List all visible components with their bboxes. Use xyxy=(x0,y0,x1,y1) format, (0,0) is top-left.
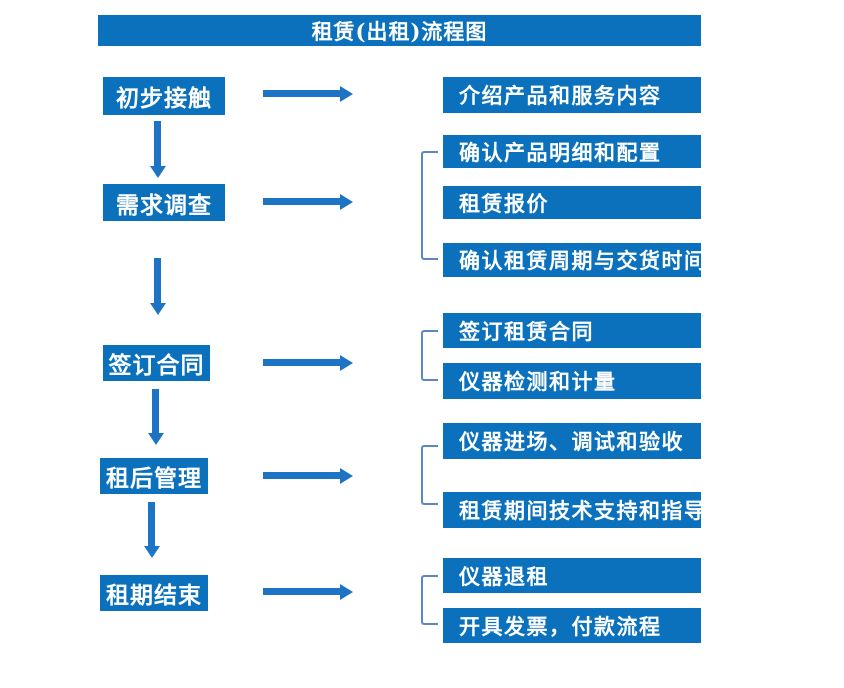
group-bracket-rental-end xyxy=(421,575,438,625)
group-bracket-post-rental xyxy=(421,445,438,505)
output-label: 签订租赁合同 xyxy=(459,318,594,344)
stage-label: 租后管理 xyxy=(106,465,202,492)
arrow-shaft xyxy=(263,90,341,97)
arrow-head xyxy=(340,468,353,484)
arrow-head xyxy=(340,86,353,102)
output-label: 确认租赁周期与交货时间 xyxy=(459,248,707,273)
arrow-head xyxy=(144,546,160,558)
right-arrow-icon xyxy=(263,194,353,210)
output-label: 确认产品明细和配置 xyxy=(459,139,662,165)
down-arrow-icon xyxy=(150,258,166,315)
output-box-introduce-products: 介绍产品和服务内容 xyxy=(443,77,701,113)
output-label: 仪器检测和计量 xyxy=(459,369,617,394)
arrow-shaft xyxy=(154,258,161,304)
arrow-shaft xyxy=(263,198,341,205)
output-box-confirm-product-details: 确认产品明细和配置 xyxy=(443,135,701,168)
output-box-invoice-payment: 开具发票，付款流程 xyxy=(443,608,701,643)
group-bracket-sign-contract xyxy=(421,330,438,381)
stage-box-rental-end: 租期结束 xyxy=(100,575,208,611)
output-box-rental-quote: 租赁报价 xyxy=(443,186,701,219)
group-bracket-demand-survey xyxy=(421,151,438,260)
stage-box-sign-contract: 签订合同 xyxy=(103,345,210,381)
arrow-shaft xyxy=(154,121,161,167)
output-box-instrument-testing: 仪器检测和计量 xyxy=(443,363,701,399)
stage-label: 签订合同 xyxy=(108,352,205,379)
arrow-shaft xyxy=(263,472,341,479)
output-box-instrument-return: 仪器退租 xyxy=(443,558,701,593)
arrow-head xyxy=(340,194,353,210)
stage-box-initial-contact: 初步接触 xyxy=(103,77,225,115)
stage-label: 租期结束 xyxy=(106,582,202,609)
flowchart-title: 租赁(出租)流程图 xyxy=(311,18,488,44)
output-box-sign-rental-contract: 签订租赁合同 xyxy=(443,313,701,348)
arrow-head xyxy=(340,584,353,600)
down-arrow-icon xyxy=(150,121,166,178)
down-arrow-icon xyxy=(148,389,164,445)
output-box-confirm-rental-period: 确认租赁周期与交货时间 xyxy=(443,243,705,277)
output-label: 租赁期间技术支持和指导 xyxy=(459,498,707,523)
arrow-shaft xyxy=(148,502,155,547)
down-arrow-icon xyxy=(144,502,160,558)
stage-box-demand-survey: 需求调查 xyxy=(103,184,225,221)
arrow-shaft xyxy=(263,588,341,595)
output-label: 介绍产品和服务内容 xyxy=(459,83,662,108)
stage-box-post-rental-management: 租后管理 xyxy=(100,458,208,494)
output-label: 仪器进场、调试和验收 xyxy=(459,429,684,454)
arrow-shaft xyxy=(152,389,159,434)
arrow-head xyxy=(340,355,353,371)
right-arrow-icon xyxy=(263,468,353,484)
stage-label: 需求调查 xyxy=(116,191,212,219)
output-label: 开具发票，付款流程 xyxy=(459,613,662,639)
output-label: 仪器退租 xyxy=(459,563,549,589)
arrow-head xyxy=(150,166,166,178)
arrow-head xyxy=(150,303,166,315)
arrow-shaft xyxy=(263,359,341,366)
output-box-technical-support: 租赁期间技术支持和指导 xyxy=(443,492,705,528)
output-box-instrument-entry-acceptance: 仪器进场、调试和验收 xyxy=(443,423,701,459)
right-arrow-icon xyxy=(263,86,353,102)
arrow-head xyxy=(148,433,164,445)
right-arrow-icon xyxy=(263,584,353,600)
stage-label: 初步接触 xyxy=(116,85,212,112)
output-label: 租赁报价 xyxy=(459,190,549,216)
right-arrow-icon xyxy=(263,355,353,371)
flowchart-title-bar: 租赁(出租)流程图 xyxy=(98,15,701,46)
